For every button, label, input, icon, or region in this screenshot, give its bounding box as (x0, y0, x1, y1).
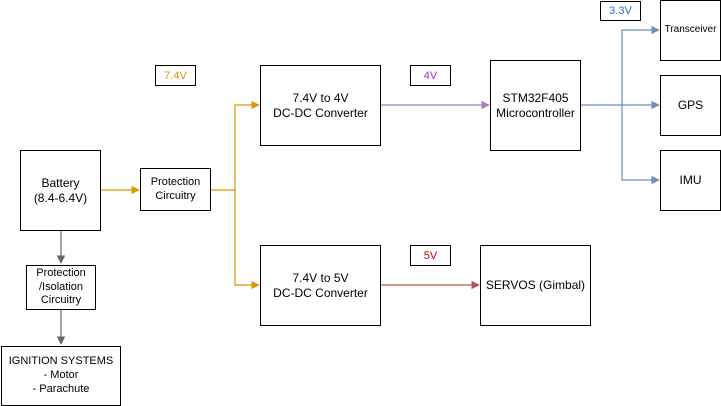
converter-5v-block: 7.4V to 5V DC-DC Converter (260, 245, 381, 326)
transceiver-block: Transceiver (660, 0, 721, 61)
servos-block: SERVOS (Gimbal) (480, 245, 591, 326)
battery-block: Battery (8.4-6.4V) (20, 150, 101, 231)
ignition-systems-block: IGNITION SYSTEMS - Motor - Parachute (1, 346, 121, 406)
converter-4v-block: 7.4V to 4V DC-DC Converter (260, 65, 381, 146)
gps-block: GPS (660, 75, 721, 136)
voltage-tag-3v3: 3.3V (600, 1, 641, 21)
imu-block: IMU (660, 150, 721, 211)
wire-mcu-to-imu (621, 105, 660, 185)
voltage-tag-4v: 4V (410, 65, 451, 86)
wire-mcu-to-transceiver (580, 25, 660, 106)
mcu-block: STM32F405 Microcontroller (490, 60, 581, 151)
voltage-tag-7v4: 7.4V (155, 65, 196, 86)
wire-protection-to-4v-converter (210, 100, 260, 191)
protection-circuitry-block: Protection Circuitry (140, 168, 211, 211)
protection-isolation-block: Protection /Isolation Circuitry (26, 265, 96, 310)
wire-protection-to-5v-converter (234, 190, 260, 290)
voltage-tag-5v: 5V (410, 245, 451, 266)
